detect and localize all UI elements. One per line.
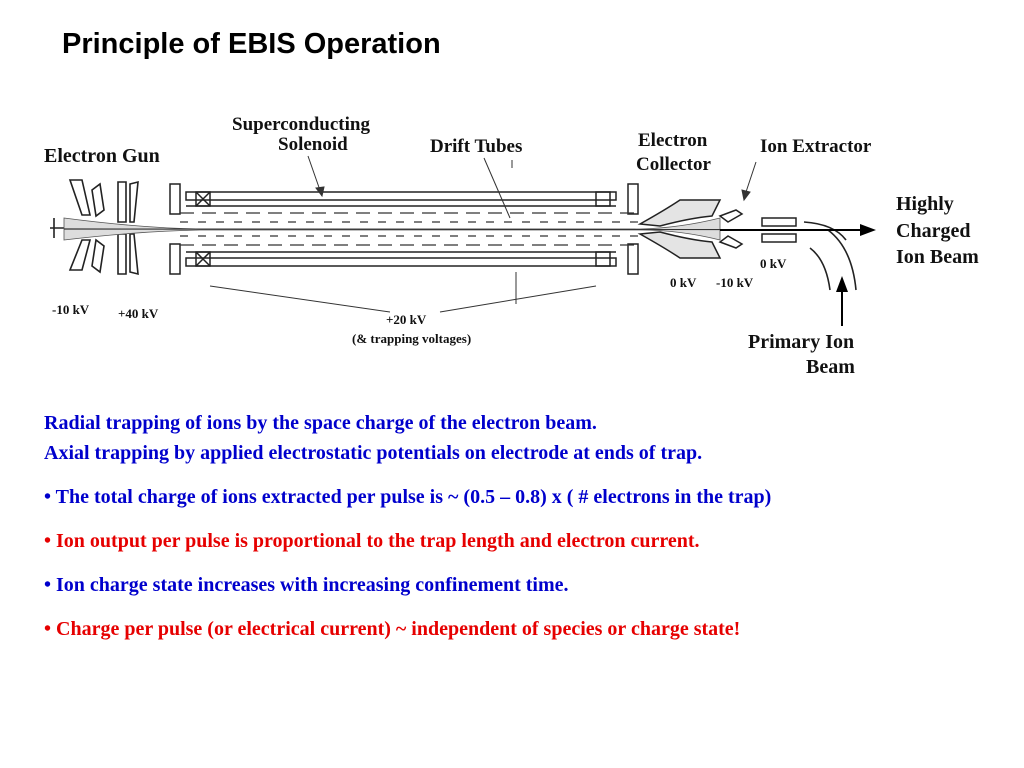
label-ion-extractor: Ion Extractor [760,136,872,157]
voltage-collector: 0 kV [670,275,697,290]
label-collector-1: Electron [638,130,708,151]
electron-beam [63,217,721,241]
label-beam-2: Charged [896,220,970,242]
voltage-gun-anode: +40 kV [118,306,159,321]
statement-charge-per-pulse: • Charge per pulse (or electrical curren… [44,618,741,640]
page-title: Principle of EBIS Operation [62,28,441,60]
solenoid-assembly [169,183,639,275]
statement-total-charge: • The total charge of ions extracted per… [44,486,772,508]
voltage-drift-note: (& trapping voltages) [352,331,471,346]
voltage-bender: 0 kV [760,256,787,271]
label-drift-tubes: Drift Tubes [430,136,522,157]
voltage-extractor: -10 kV [716,275,754,290]
leader-lines [209,155,757,313]
label-solenoid-1: Superconducting [232,114,370,135]
voltage-gun-cathode: -10 kV [52,302,90,317]
electron-collector [637,199,722,259]
label-beam-3: Ion Beam [896,246,979,268]
drift-tubes [180,212,640,246]
ion-extractor [718,209,797,249]
label-collector-2: Collector [636,154,711,175]
statement-ion-output: • Ion output per pulse is proportional t… [44,530,700,552]
label-beam-1: Highly [896,193,954,215]
label-electron-gun: Electron Gun [44,145,160,167]
statement-radial: Radial trapping of ions by the space cha… [44,412,597,434]
voltage-drift: +20 kV [386,312,427,327]
label-solenoid-2: Solenoid [278,134,348,155]
statements: Radial trapping of ions by the space cha… [44,408,1004,644]
primary-beam-arrow [836,276,848,326]
label-primary-1: Primary Ion [748,331,854,353]
output-beam-arrow [720,224,876,236]
bender-electrodes [803,221,857,291]
statement-charge-state: • Ion charge state increases with increa… [44,574,569,596]
statement-axial: Axial trapping by applied electrostatic … [44,442,703,464]
ebis-schematic: Electron Gun Superconducting Solenoid Dr… [44,114,979,378]
label-primary-2: Beam [806,356,855,378]
